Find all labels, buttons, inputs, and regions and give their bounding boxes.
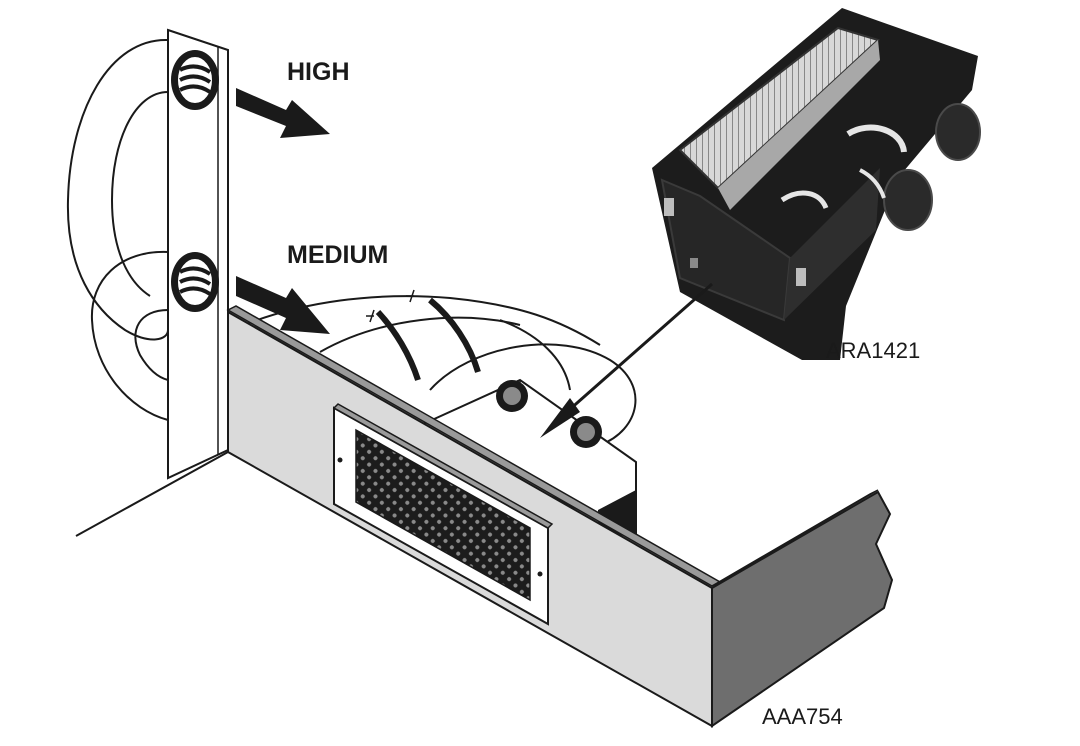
wall-top-edge — [226, 305, 879, 587]
pointer-arrow-icon — [540, 282, 713, 438]
heater-box — [407, 378, 637, 542]
wall-end-panel — [711, 490, 894, 728]
figure-code-label: AAA754 — [762, 704, 843, 729]
air-outlet-vent-icon[interactable] — [171, 50, 219, 110]
part-code-label: ARA1421 — [826, 338, 921, 363]
air-outlet-vent-icon[interactable] — [171, 252, 219, 312]
label-high: HIGH — [287, 58, 350, 86]
grille-icon[interactable] — [332, 403, 554, 626]
direction-arrow-icon — [236, 88, 330, 138]
label-medium: MEDIUM — [287, 241, 389, 269]
heater-unit-photo — [652, 8, 981, 360]
floor-line — [75, 451, 229, 537]
clamp-screws — [366, 289, 415, 323]
hose-clamps — [375, 297, 481, 381]
direction-arrow-icon — [236, 276, 330, 334]
